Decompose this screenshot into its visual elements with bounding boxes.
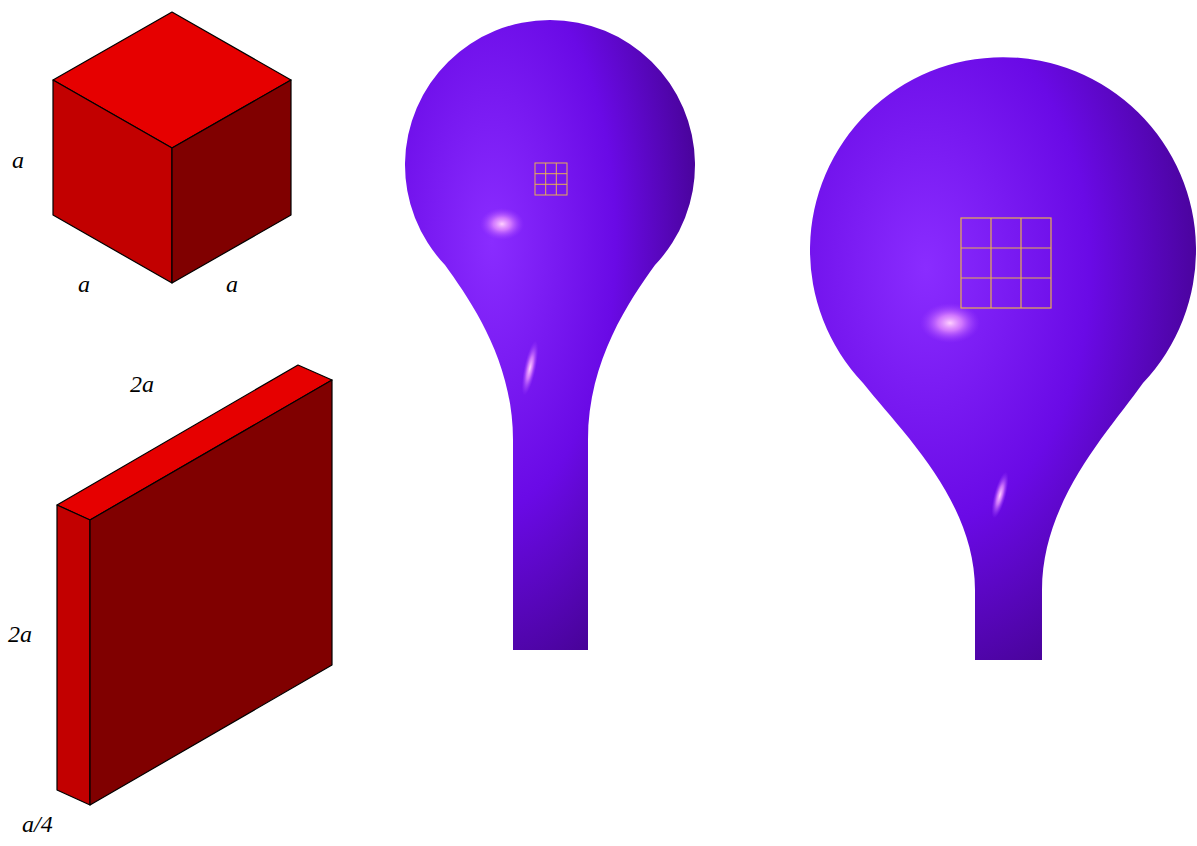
dimension-label: a: [12, 148, 24, 172]
cube: [53, 12, 291, 283]
dimension-label: a: [78, 272, 90, 296]
dimension-label: a: [226, 272, 238, 296]
dimension-label: 2a: [130, 372, 154, 396]
dimension-label: 2a: [8, 622, 32, 646]
dimension-label: a/4: [22, 812, 53, 836]
large-balloon: [810, 57, 1196, 660]
small-balloon: [405, 20, 695, 650]
plate: [57, 365, 332, 805]
